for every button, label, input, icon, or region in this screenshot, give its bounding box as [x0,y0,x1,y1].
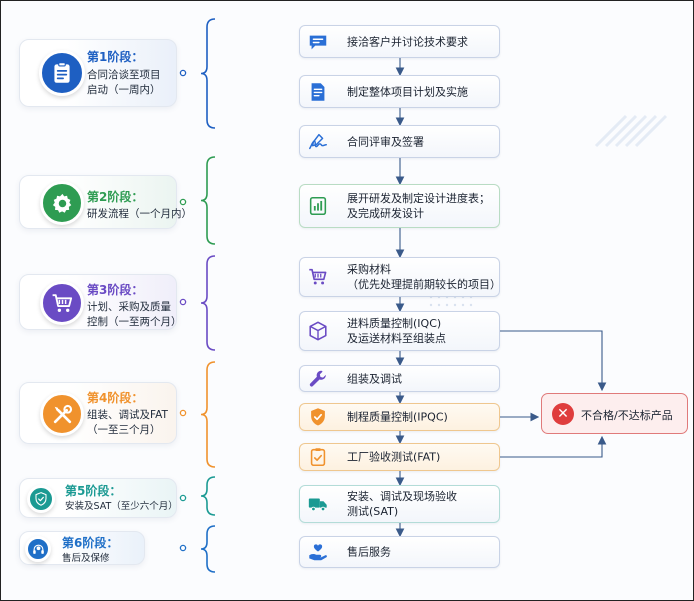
stage-card-2: 第2阶段： 研发流程（一个月内） [19,175,192,229]
process-step-2: 制定整体项目计划及实施 [299,75,500,108]
stage-bracket [200,476,216,516]
process-step-6: 进料质量控制(IQC) 及运送材料至组装点 [299,311,500,351]
box-icon [307,320,329,342]
stage-title: 第5阶段： [65,484,122,498]
stage-card-5: 第5阶段： 安装及SAT（至少六个月） [19,478,178,518]
stage-bracket [200,361,216,468]
bracket-dot [179,69,187,77]
clipboard-icon [49,60,75,86]
stage-bracket [200,255,216,351]
stage-card-4: 第4阶段： 组装、调试及FAT （一至三个月） [19,382,177,444]
step-label: 制定整体项目计划及实施 [347,85,468,98]
step-label: 售后服务 [347,545,391,559]
process-step-3: 合同评审及签署 [299,125,500,158]
stage-card-3: 第3阶段： 计划、采购及质量 控制（一至两个月） [19,274,182,330]
cart-icon [307,266,329,288]
stage-badge [40,281,84,325]
gear-icon [50,191,75,216]
background-dot [469,303,473,307]
step-label: 采购材料 （优先处理提前期较长的项目） [347,263,501,291]
stage-badge [27,485,55,513]
background-stripe [624,114,658,148]
stage-description: 计划、采购及质量 控制（一至两个月） [87,301,182,328]
background-dot [445,303,449,307]
background-dot [461,303,465,307]
background-stripe [634,114,668,148]
background-dot [429,303,433,307]
fail-box: ✕ 不合格/不达标产品 [541,393,688,434]
bracket-dot [179,544,187,552]
document-icon [307,81,329,103]
report-chart-icon [307,195,329,217]
step-label: 安装、调试及现场验收 测试(SAT) [347,490,457,518]
stage-title: 第6阶段： [62,536,119,550]
stage-badge [40,392,84,436]
shopping-cart-icon [50,291,75,316]
step-label: 合同评审及签署 [347,135,424,148]
process-step-1: 接洽客户并讨论技术要求 [299,25,500,58]
step-label: 展开研发及制定设计进度表； 及完成研发设计 [347,192,490,220]
stage-badge [40,181,84,225]
process-step-9: 工厂验收测试(FAT) [299,443,500,471]
headset-icon [31,542,46,557]
bracket-dot [179,494,187,502]
stage-description: 组装、调试及FAT （一至三个月） [87,409,168,436]
fail-box-label: 不合格/不达标产品 [581,409,673,422]
background-dot [453,303,457,307]
background-stripe [594,114,628,148]
process-step-11: 售后服务 [299,536,500,568]
stage-bracket [200,18,216,129]
stage-badge [25,536,51,562]
background-stripe [614,114,648,148]
chat-icon [307,31,329,53]
stage-description: 合同洽谈至项目 启动（一周内） [87,69,161,96]
process-step-8: 制程质量控制(IPQC) [299,403,500,431]
stage-card-6: 第6阶段： 售后及保修 [19,531,145,565]
stage-description: 安装及SAT（至少六个月） [65,501,178,512]
shield-check-icon [33,491,49,507]
wrench-icon [307,368,329,390]
process-step-5: 采购材料 （优先处理提前期较长的项目） [299,257,501,297]
bracket-dot [179,298,187,306]
bracket-dot [179,409,187,417]
fail-arrow-fat [500,435,607,458]
stage-description: 售后及保修 [62,553,110,564]
stage-badge [39,50,85,96]
close-icon: ✕ [552,403,574,425]
stage-card-1: 第1阶段： 合同洽谈至项目 启动（一周内） [19,39,177,107]
background-stripe [604,114,638,148]
hand-heart-icon [307,541,329,563]
step-label: 工厂验收测试(FAT) [347,450,441,464]
stage-bracket [200,156,216,245]
step-label: 制程质量控制(IPQC) [347,410,448,424]
step-label: 接洽客户并讨论技术要求 [347,35,468,48]
process-step-10: 安装、调试及现场验收 测试(SAT) [299,485,500,523]
stage-description: 研发流程（一个月内） [87,208,192,220]
signature-icon [307,131,329,153]
step-label: 进料质量控制(IQC) 及运送材料至组装点 [347,317,446,345]
truck-icon [307,493,329,515]
stage-title: 第3阶段： [87,283,144,297]
stage-title: 第4阶段： [87,391,144,405]
fail-arrow-iqc [500,330,607,392]
shield-check-icon [307,406,329,428]
tools-icon [50,402,75,427]
step-label: 组装及调试 [347,372,402,385]
stage-bracket [200,525,216,573]
stage-title: 第1阶段： [87,50,144,64]
process-step-7: 组装及调试 [299,365,500,392]
stage-title: 第2阶段： [87,190,144,204]
bracket-dot [179,198,187,206]
process-step-4: 展开研发及制定设计进度表； 及完成研发设计 [299,184,500,228]
checklist-icon [307,446,329,468]
background-dot [437,303,441,307]
